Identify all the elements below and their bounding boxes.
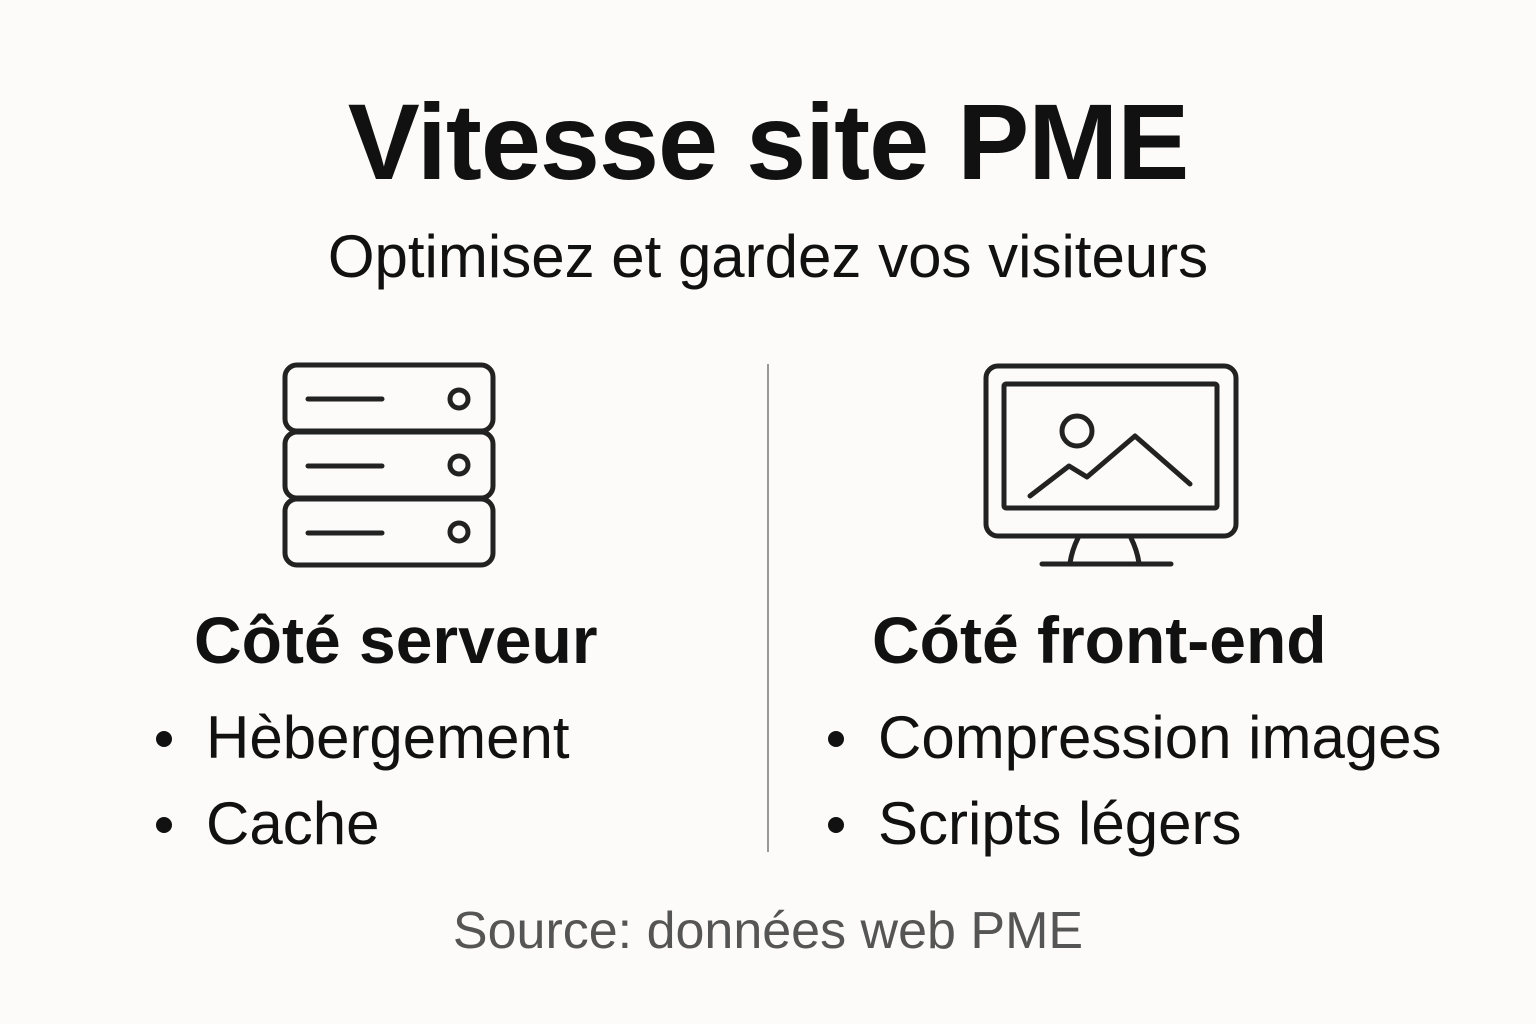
list-item: Cache <box>206 790 380 857</box>
bullet-icon <box>156 731 172 747</box>
list-item: Hèbergement <box>206 704 570 771</box>
page-subtitle: Optimisez et gardez vos visiteurs <box>327 223 1209 290</box>
list-item: Compression images <box>878 704 1442 771</box>
column-title-frontend: Cóté front-end <box>872 603 1327 677</box>
source-caption: Source: données web PME <box>452 902 1084 960</box>
server-icon <box>282 362 496 568</box>
bullet-icon <box>156 817 172 833</box>
column-divider <box>767 364 769 852</box>
monitor-image-icon <box>983 363 1239 567</box>
column-title-server: Côté serveur <box>194 603 598 677</box>
page-title: Vitesse site PME <box>347 81 1189 202</box>
list-item: Scripts légers <box>878 790 1242 857</box>
bullet-icon <box>828 817 844 833</box>
bullet-icon <box>828 731 844 747</box>
